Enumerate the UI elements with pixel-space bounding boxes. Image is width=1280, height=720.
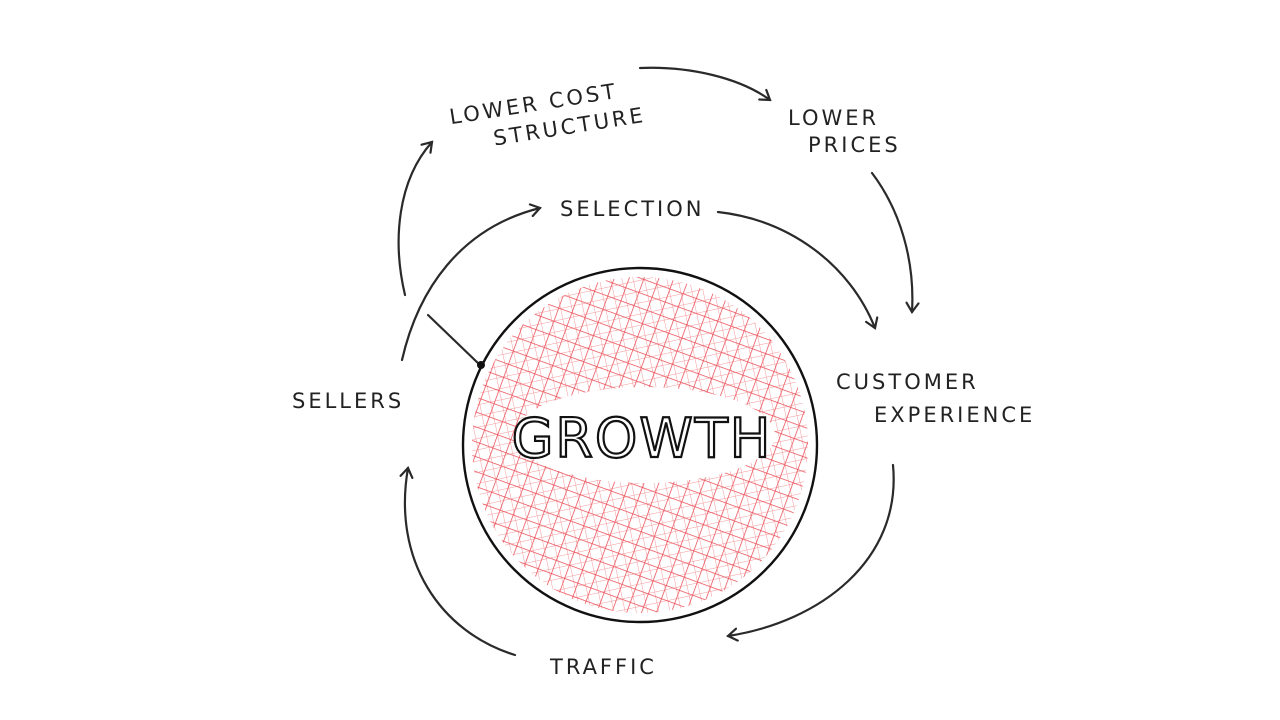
connector-dot	[477, 361, 485, 369]
arrow-selection-to-customer-experience	[716, 210, 875, 328]
node-customer-experience-line1: CUSTOMER	[836, 370, 979, 394]
arrow-lower-prices-to-customer-experience	[870, 171, 912, 312]
node-traffic: TRAFFIC	[549, 655, 657, 679]
node-selection: SELECTION	[560, 197, 705, 221]
connector-line	[426, 313, 482, 367]
growth-circle	[461, 266, 819, 624]
arrow-traffic-to-sellers	[405, 468, 517, 657]
arrow-lower-cost-to-lower-prices	[638, 66, 770, 100]
growth-label: GROWTH	[512, 407, 773, 470]
node-customer-experience-line2: EXPERIENCE	[874, 403, 1035, 427]
node-sellers: SELLERS	[292, 389, 404, 413]
node-lower-prices-line1: LOWER	[788, 106, 879, 130]
hatched-fill	[460, 265, 820, 625]
arrow-sellers-to-lower-cost	[397, 142, 432, 297]
node-lower-prices-line2: PRICES	[808, 133, 901, 157]
arrow-customer-experience-to-traffic	[728, 463, 895, 636]
arrow-sellers-to-selection	[400, 208, 540, 362]
